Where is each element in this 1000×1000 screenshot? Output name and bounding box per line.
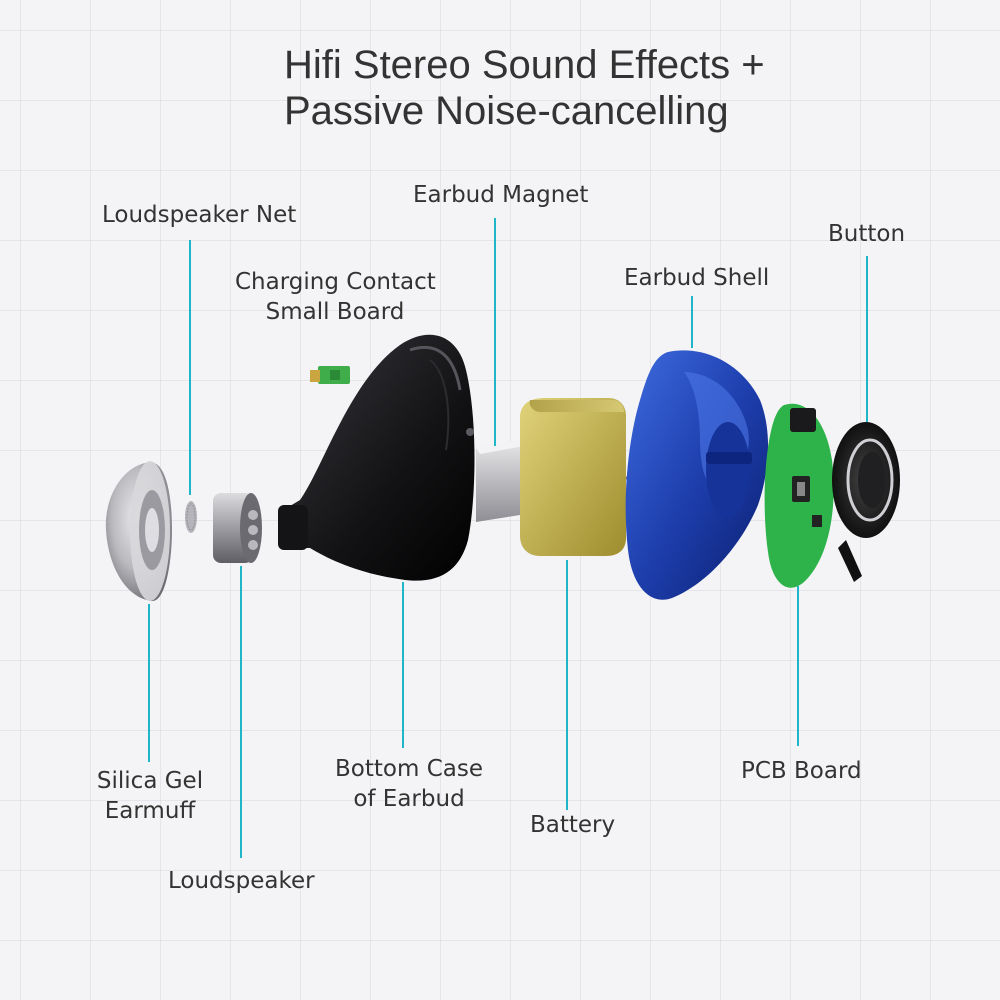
button-shape [832,422,900,582]
label-battery: Battery [530,810,615,840]
label-bottom-case-line2: of Earbud [353,786,465,812]
label-pcb-board: PCB Board [741,756,862,786]
label-silica-gel: Silica Gel Earmuff [95,766,205,826]
leader-pcb-board [797,586,799,746]
title-line-2: Passive Noise-cancelling [284,89,729,133]
label-charging-contact: Charging Contact Small Board [235,267,436,327]
loudspeaker-shape [213,493,262,563]
title-line-1: Hifi Stereo Sound Effects + [284,43,765,87]
leader-button [866,256,868,422]
label-silica-gel-line1: Silica Gel [96,768,204,794]
leader-loudspeaker [240,566,242,858]
label-loudspeaker-net-text: Loudspeaker Net [102,202,297,228]
label-pcb-board-text: PCB Board [741,758,862,784]
label-loudspeaker-text: Loudspeaker [168,868,315,894]
silica-gel-earmuff-shape [105,461,172,602]
leader-bottom-case [402,582,404,748]
label-charging-contact-line1: Charging Contact [235,269,436,295]
label-charging-contact-line2: Small Board [265,299,405,325]
leader-battery [566,560,568,810]
earbud-shell-shape [625,350,769,600]
label-loudspeaker: Loudspeaker [168,866,315,896]
label-earbud-shell-text: Earbud Shell [624,265,770,291]
label-loudspeaker-net: Loudspeaker Net [102,200,296,230]
diagram-title: Hifi Stereo Sound Effects + Passive Nois… [284,42,924,134]
label-bottom-case: Bottom Case of Earbud [334,754,484,814]
label-button: Button [828,219,905,249]
label-bottom-case-line1: Bottom Case [335,756,483,782]
leader-earbud-shell [691,296,693,348]
bottom-case-shape [278,334,475,581]
leader-earbud-magnet [494,218,496,446]
label-earbud-magnet-text: Earbud Magnet [413,182,589,208]
pcb-board-shape [764,403,834,588]
label-earbud-shell: Earbud Shell [624,263,769,293]
label-silica-gel-line2: Earmuff [104,798,196,824]
label-earbud-magnet: Earbud Magnet [413,180,588,210]
leader-loudspeaker-net [189,240,191,495]
label-battery-text: Battery [530,812,616,838]
earbud-magnet-shape [476,440,524,522]
leader-silica-gel [148,604,150,762]
charging-contact-board-shape [310,366,350,384]
battery-shape [520,398,636,556]
loudspeaker-net-shape [185,501,197,533]
label-button-text: Button [828,221,906,247]
